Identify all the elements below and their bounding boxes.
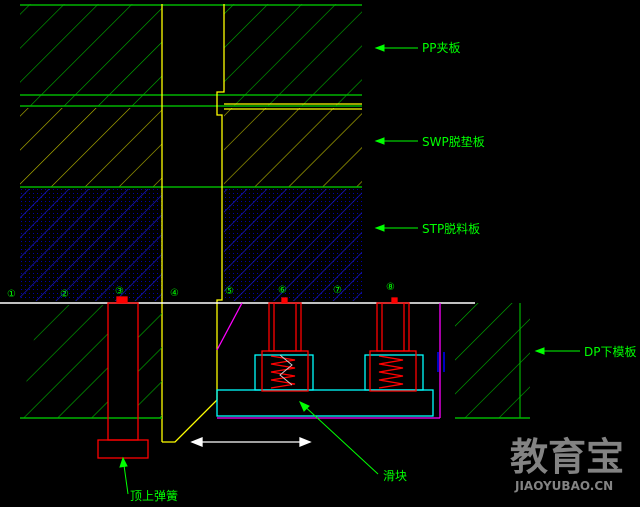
dp-plate — [20, 303, 530, 419]
ejector-spring — [97, 296, 149, 459]
leader-lines — [119, 44, 580, 495]
label-pp-plate: PP夹板 — [422, 41, 460, 55]
label-dp-plate: DP下模板 — [584, 345, 636, 359]
spring-bolt-left — [261, 297, 309, 392]
marker-4: ④ — [170, 288, 179, 299]
marker-7: ⑦ — [333, 285, 342, 296]
marker-6: ⑥ — [278, 285, 287, 296]
marker-1: ① — [7, 289, 16, 300]
blue-mark — [437, 352, 445, 372]
marker-5: ⑤ — [225, 286, 234, 297]
watermark-brand: 教育宝 — [510, 435, 624, 479]
position-markers: ① ② ③ ④ ⑤ ⑥ ⑦ ⑧ — [7, 282, 395, 300]
swp-plate — [20, 108, 362, 188]
slider-block — [216, 354, 434, 417]
marker-8: ⑧ — [386, 282, 395, 293]
spring-bolt-center — [279, 354, 293, 386]
watermark: 教育宝 JIAOYUBAO.CN — [510, 435, 624, 493]
stp-plate — [20, 189, 362, 301]
slider-pocket — [216, 302, 441, 419]
spring-bolt-right — [369, 297, 417, 392]
marker-2: ② — [60, 289, 69, 300]
watermark-url: JIAOYUBAO.CN — [514, 479, 613, 493]
label-stp-plate: STP脱料板 — [422, 221, 480, 236]
pp-plate — [20, 4, 362, 107]
slide-direction-arrow — [190, 437, 312, 447]
label-slider: 滑块 — [383, 469, 407, 483]
label-spring: 顶上弹簧 — [130, 488, 178, 503]
marker-3: ③ — [115, 286, 124, 297]
label-swp-plate: SWP脱垫板 — [422, 134, 485, 149]
